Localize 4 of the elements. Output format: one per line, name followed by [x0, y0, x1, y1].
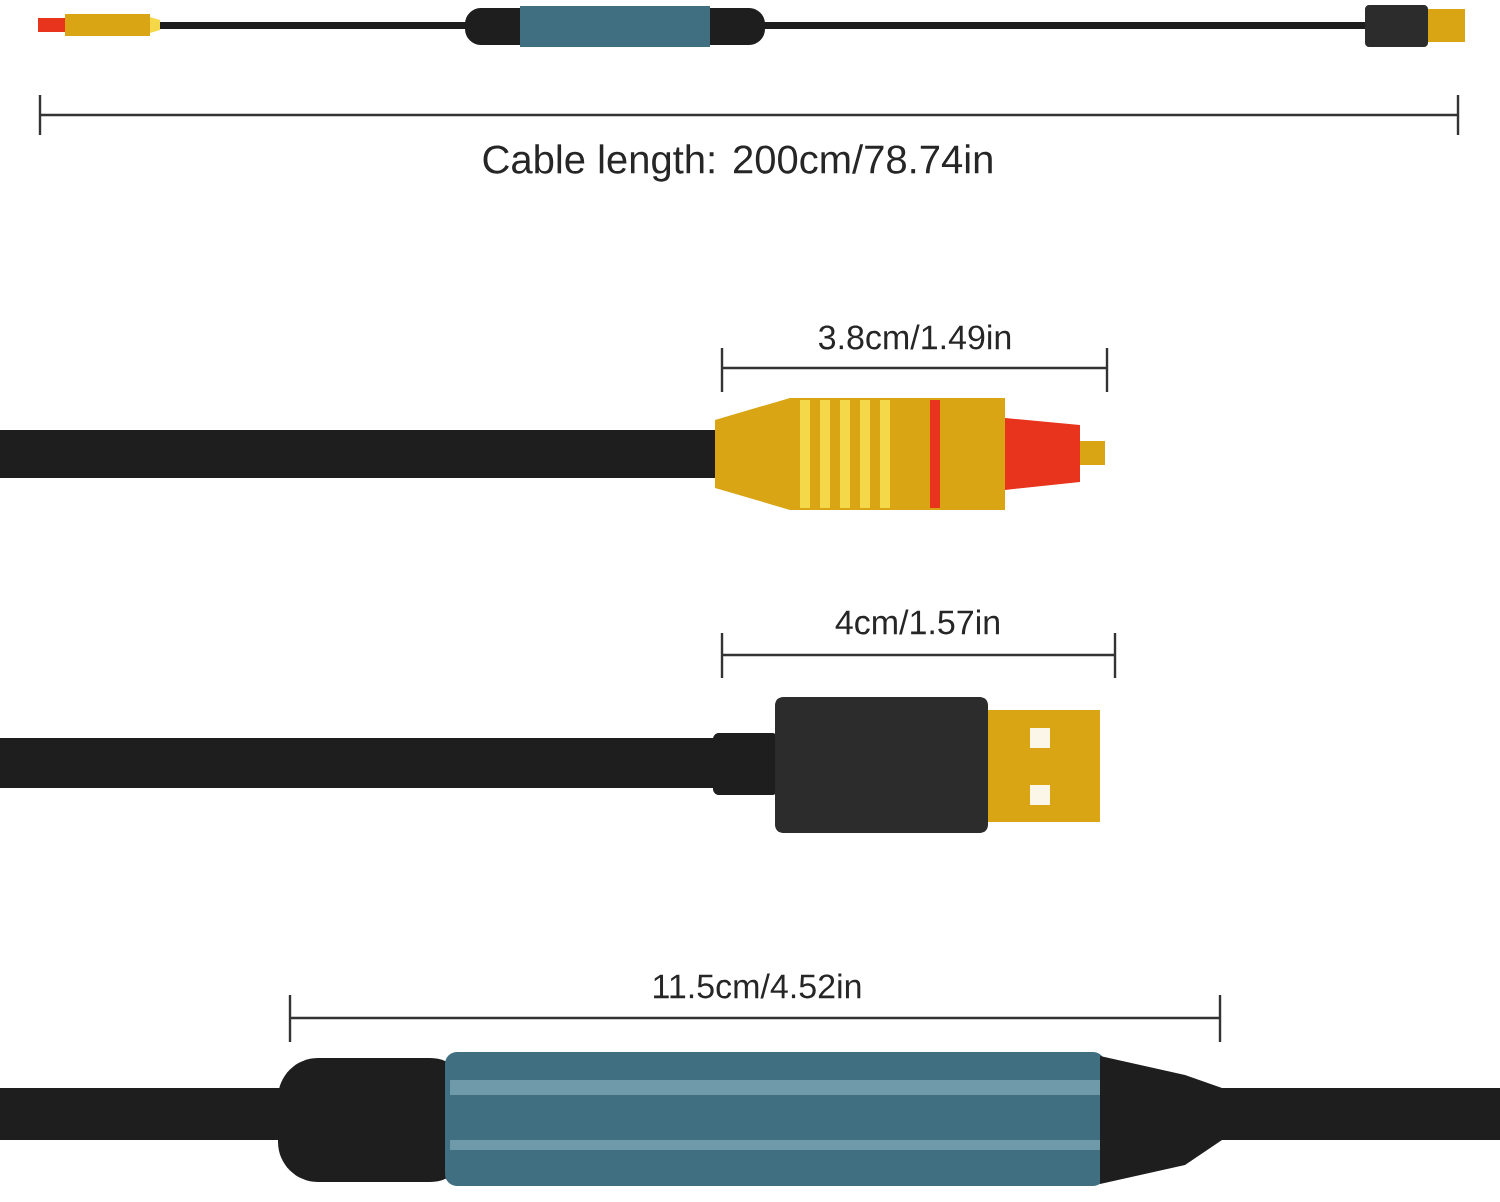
dimension-label: Cable length: 200cm/78.74in: [483, 144, 992, 182]
dimension-label: 4cm/1.57in: [835, 609, 999, 635]
dimension-label: 11.5cm/4.52in: [654, 973, 861, 999]
dimension-label: 3.8cm/1.49in: [818, 324, 1011, 350]
